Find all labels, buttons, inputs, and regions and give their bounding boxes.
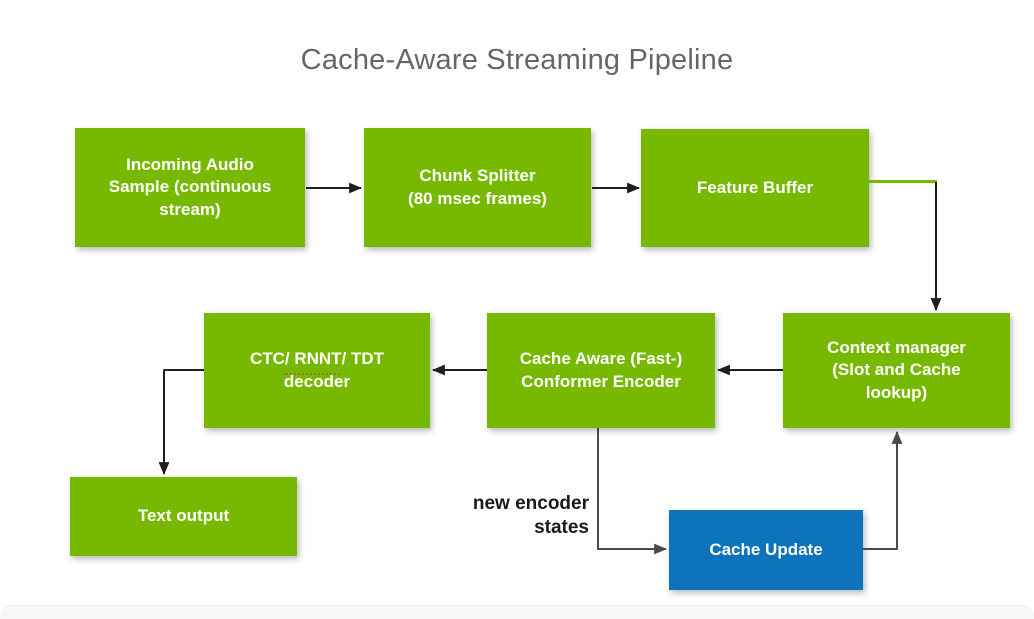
node-label: Cache Aware (Fast-) Conformer Encoder xyxy=(519,349,683,391)
node-label: CTC/ RNNT/ TDT decoder xyxy=(249,349,385,391)
node-label: Text output xyxy=(137,506,230,526)
node-incoming-audio-sample: Incoming Audio Sample (continuous stream… xyxy=(75,128,305,247)
node-label: Context manager (Slot and Cache lookup) xyxy=(827,337,966,402)
node-feature-buffer: Feature Buffer xyxy=(641,129,869,247)
node-label: Chunk Splitter (80 msec frames) xyxy=(408,166,547,208)
node-text-output: Text output xyxy=(70,477,297,556)
node-chunk-splitter: Chunk Splitter (80 msec frames) xyxy=(364,128,591,247)
node-label: Feature Buffer xyxy=(696,177,814,197)
node-context-manager: Context manager (Slot and Cache lookup) xyxy=(783,313,1010,428)
node-ctc-rnnt-tdt-decoder: CTC/ RNNT/ TDT decoder xyxy=(204,313,430,428)
diagram-title: Cache-Aware Streaming Pipeline xyxy=(300,44,734,76)
arrow-encoder-to-cache-update xyxy=(597,428,668,555)
arrow-cache-update-to-context xyxy=(863,430,903,550)
edge-label-new-encoder-states: new encoder states xyxy=(472,493,589,538)
node-label: Cache Update xyxy=(709,539,823,559)
arrow-decoder-to-text-output xyxy=(158,369,204,476)
bottom-card-edge xyxy=(0,605,1034,619)
spellcheck-underline xyxy=(283,363,340,375)
node-label: Incoming Audio Sample (continuous stream… xyxy=(108,154,272,219)
node-conformer-encoder: Cache Aware (Fast-) Conformer Encoder xyxy=(487,313,715,428)
node-cache-update: Cache Update xyxy=(669,510,863,590)
